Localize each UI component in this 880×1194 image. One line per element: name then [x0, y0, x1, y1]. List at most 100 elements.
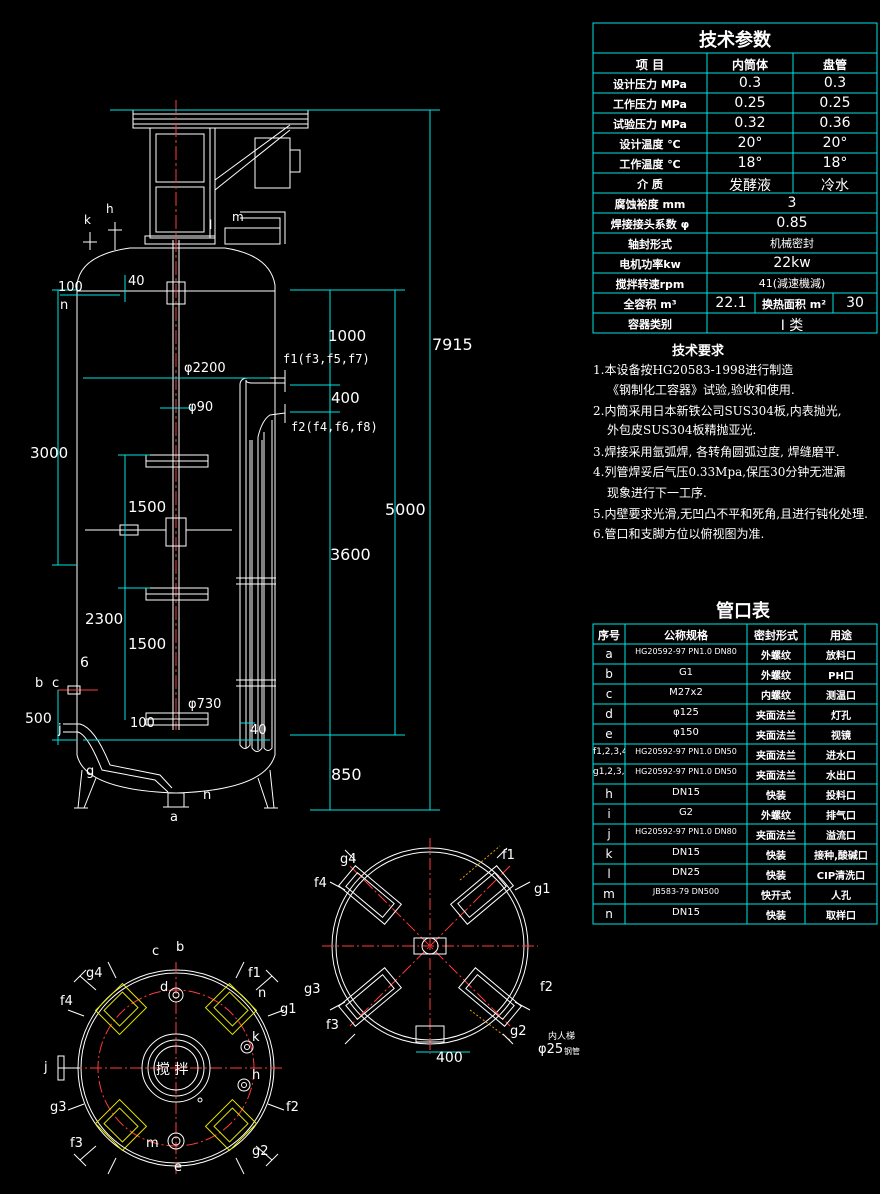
- nozzle-cell: HG20592-97 PN1.0 DN80: [635, 827, 737, 836]
- nozzle-cell: 人孔: [831, 891, 851, 902]
- top-view-nozzle-label: h: [252, 1068, 261, 1083]
- label-n-elev: n: [60, 298, 69, 313]
- label-k-elev: k: [84, 213, 91, 227]
- heating-coils: [236, 370, 286, 752]
- nozzle-cell: 夹面法兰: [756, 771, 796, 782]
- requirement-line: 5.内壁要求光滑,无凹凸不平和死角,且进行钝化处理.: [593, 507, 868, 521]
- dim-500: 500: [25, 711, 52, 727]
- label-m-elev: m: [232, 210, 244, 224]
- label-b-elev: b: [35, 676, 44, 691]
- gearbox: [149, 127, 211, 239]
- impeller-bottom: [145, 712, 209, 726]
- requirement-line: 2.内筒采用日本新铁公司SUS304板,内表抛光,: [593, 404, 842, 418]
- nozzle-cell: φ125: [673, 707, 699, 718]
- params-single-label: 电机功率kw: [619, 258, 681, 271]
- bottom-head: [76, 754, 276, 794]
- nozzle-cell: 快装: [766, 911, 786, 922]
- dim-5000: 5000: [385, 500, 426, 519]
- nozzle-cell: DN15: [672, 847, 700, 858]
- params-row-label: 工作压力 MPa: [613, 98, 687, 111]
- params-table-grid: [592, 22, 878, 334]
- requirement-line: 外包皮SUS304板精抛亚光.: [607, 423, 757, 437]
- top-view-nozzle-label: e: [174, 1160, 182, 1175]
- nozzle-cell: c: [605, 687, 613, 701]
- dim-850: 850: [331, 765, 362, 784]
- nozzle-cell: i: [607, 807, 611, 821]
- nozzle-cell: n: [605, 907, 613, 921]
- top-view-nozzle-label: m: [146, 1136, 159, 1151]
- top-view-nozzle-label: f3: [70, 1136, 83, 1151]
- params-row-label: 工作温度 ℃: [619, 158, 681, 171]
- params-class-value: I 类: [780, 318, 804, 334]
- params-row-value2: 18°: [822, 155, 848, 171]
- params-title: 技术参数: [699, 30, 771, 51]
- section-nozzle-label: g1: [534, 882, 551, 897]
- params-row-value1: 发酵液: [729, 178, 771, 194]
- dim-1500-b: 1500: [128, 635, 167, 653]
- nozzle-cell: 外螺纹: [761, 671, 791, 682]
- nozzle-cell: 快装: [766, 851, 786, 862]
- dim-dia90: φ90: [188, 400, 214, 415]
- top-view-nozzle-label: g1: [280, 1002, 297, 1017]
- top-view-nozzle-label: b: [176, 940, 185, 955]
- params-row-value1: 0.32: [734, 115, 766, 131]
- drive-mount: [141, 1033, 211, 1103]
- dim-1500-a: 1500: [128, 498, 167, 516]
- nozzle-cell: 接种,酸碱口: [814, 851, 868, 862]
- nozzle-cell: 灯孔: [831, 711, 851, 722]
- label-g-elev: g: [86, 764, 95, 779]
- params-volume-label: 全容积 m³: [623, 298, 677, 311]
- dim-100-left: 100: [58, 280, 83, 295]
- dim-3600: 3600: [330, 545, 371, 564]
- nozzle-cell: 夹面法兰: [756, 831, 796, 842]
- nozzle-cell: 放料口: [826, 651, 856, 662]
- dim-1000: 1000: [328, 327, 367, 345]
- center-mixer-label: 搅 拌: [156, 1062, 189, 1078]
- nozzle-cell: b: [605, 667, 613, 681]
- nozzle-cell: 取样口: [826, 911, 856, 922]
- params-row-value1: 0.3: [738, 75, 762, 91]
- dim-2300: 2300: [85, 610, 124, 628]
- requirement-line: 6.管口和支脚方位以俯视图为准.: [593, 527, 765, 541]
- params-single-label: 焊接接头系数 φ: [610, 218, 690, 231]
- top-view-nozzle-label: n: [258, 986, 267, 1001]
- params-row-value1: 18°: [737, 155, 763, 171]
- params-row-value2: 0.3: [823, 75, 847, 91]
- dim-dia730: φ730: [188, 697, 222, 712]
- params-header-cell: 盘管: [822, 58, 847, 72]
- nozzle-cell: 快装: [766, 791, 786, 802]
- dim-3000: 3000: [30, 444, 69, 462]
- nozzle-cell: 夹面法兰: [756, 731, 796, 742]
- nozzle-cell: j: [607, 827, 611, 841]
- nozzle-cell: h: [605, 787, 613, 801]
- params-area-value: 30: [846, 295, 864, 311]
- label-j-elev: j: [58, 722, 62, 737]
- top-view-nozzle-label: g3: [50, 1100, 67, 1115]
- dim-400-section: 400: [436, 1050, 463, 1066]
- nozzle-table-grid: [592, 623, 878, 925]
- label-c-elev: c: [52, 676, 60, 691]
- nozzle-cell: JB583-79 DN500: [652, 887, 720, 896]
- nozzle-cell: f1,2,3,4: [593, 747, 625, 757]
- nozzle-cell: DN15: [672, 907, 700, 918]
- nozzle-cell: 视镜: [831, 731, 851, 742]
- top-view-nozzle-label: g2: [252, 1144, 269, 1159]
- nozzle-cell: m: [603, 887, 615, 901]
- nozzle-cell: DN25: [672, 867, 700, 878]
- motor: [254, 137, 291, 189]
- params-row-label: 介 质: [637, 178, 663, 191]
- nozzle-cell: M27x2: [669, 687, 703, 698]
- section-nozzle-label: g2: [510, 1024, 527, 1039]
- section-view: [322, 838, 538, 1054]
- top-view: [57, 961, 285, 1175]
- dim-40-bot: 40: [250, 723, 267, 738]
- nozzle-header-cell: 序号: [598, 629, 620, 642]
- dim-100-bot: 100: [130, 716, 155, 731]
- params-header-cell: 内筒体: [731, 58, 768, 72]
- label-l-elev: l: [209, 218, 213, 232]
- params-row-value1: 20°: [737, 135, 763, 151]
- params-single-value: 22kw: [773, 255, 811, 271]
- params-volume-value: 22.1: [715, 295, 747, 311]
